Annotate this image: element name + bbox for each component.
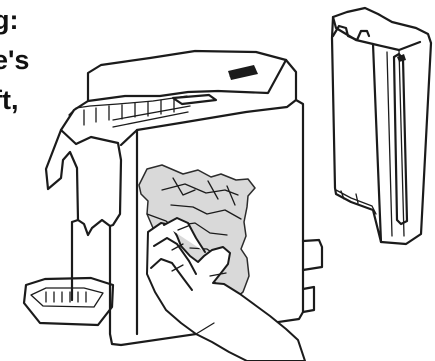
water-tank-icon (332, 8, 431, 244)
